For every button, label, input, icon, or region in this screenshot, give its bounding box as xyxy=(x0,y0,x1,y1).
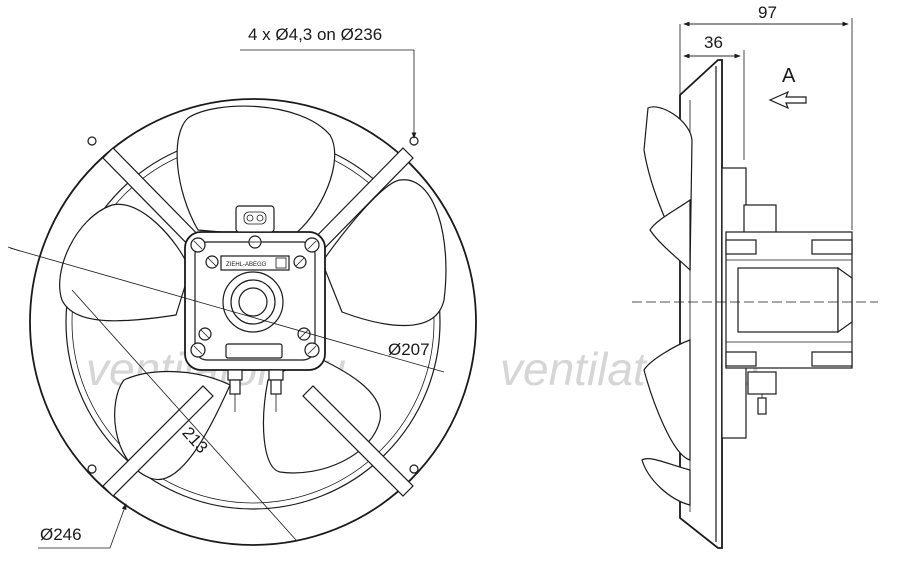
dim-mounting-holes-label: 4 x Ø4,3 on Ø236 xyxy=(248,25,382,44)
dim-front-depth-label: 36 xyxy=(704,33,723,52)
terminal-studs xyxy=(227,369,284,412)
dim-inner-diameter: Ø207 xyxy=(7,246,445,373)
side-blades xyxy=(641,106,693,506)
motor-housing: ZIEHL-ABEGG xyxy=(184,205,326,412)
mounting-holes xyxy=(87,136,419,474)
brand-label: ZIEHL-ABEGG xyxy=(226,262,267,268)
dim-total-depth: 97 xyxy=(679,3,853,230)
dim-outer-diameter-label: Ø246 xyxy=(40,525,82,544)
outer-ring xyxy=(29,98,477,546)
airflow-arrow-icon xyxy=(768,90,807,110)
airflow-direction: A xyxy=(768,65,807,110)
spokes xyxy=(102,147,414,497)
dim-inner-diameter-label: Ø207 xyxy=(388,340,430,359)
plug-connector xyxy=(235,205,275,233)
airflow-label: A xyxy=(782,65,796,87)
dim-outer-diameter: Ø246 xyxy=(38,503,127,549)
brand-label-plate xyxy=(220,255,290,271)
dim-total-depth-label: 97 xyxy=(758,3,777,22)
housing-screws xyxy=(190,237,320,358)
hub-outer xyxy=(222,271,284,333)
front-view: ZIEHL-ABEGG 4 x Ø4,3 on Ø236 xyxy=(7,25,477,549)
dim-front-depth: 36 xyxy=(683,33,745,160)
hub-inner xyxy=(238,287,268,317)
side-motor xyxy=(721,167,853,439)
side-view: 97 36 A xyxy=(632,3,878,549)
dim-mounting-holes: 4 x Ø4,3 on Ø236 xyxy=(240,25,417,139)
